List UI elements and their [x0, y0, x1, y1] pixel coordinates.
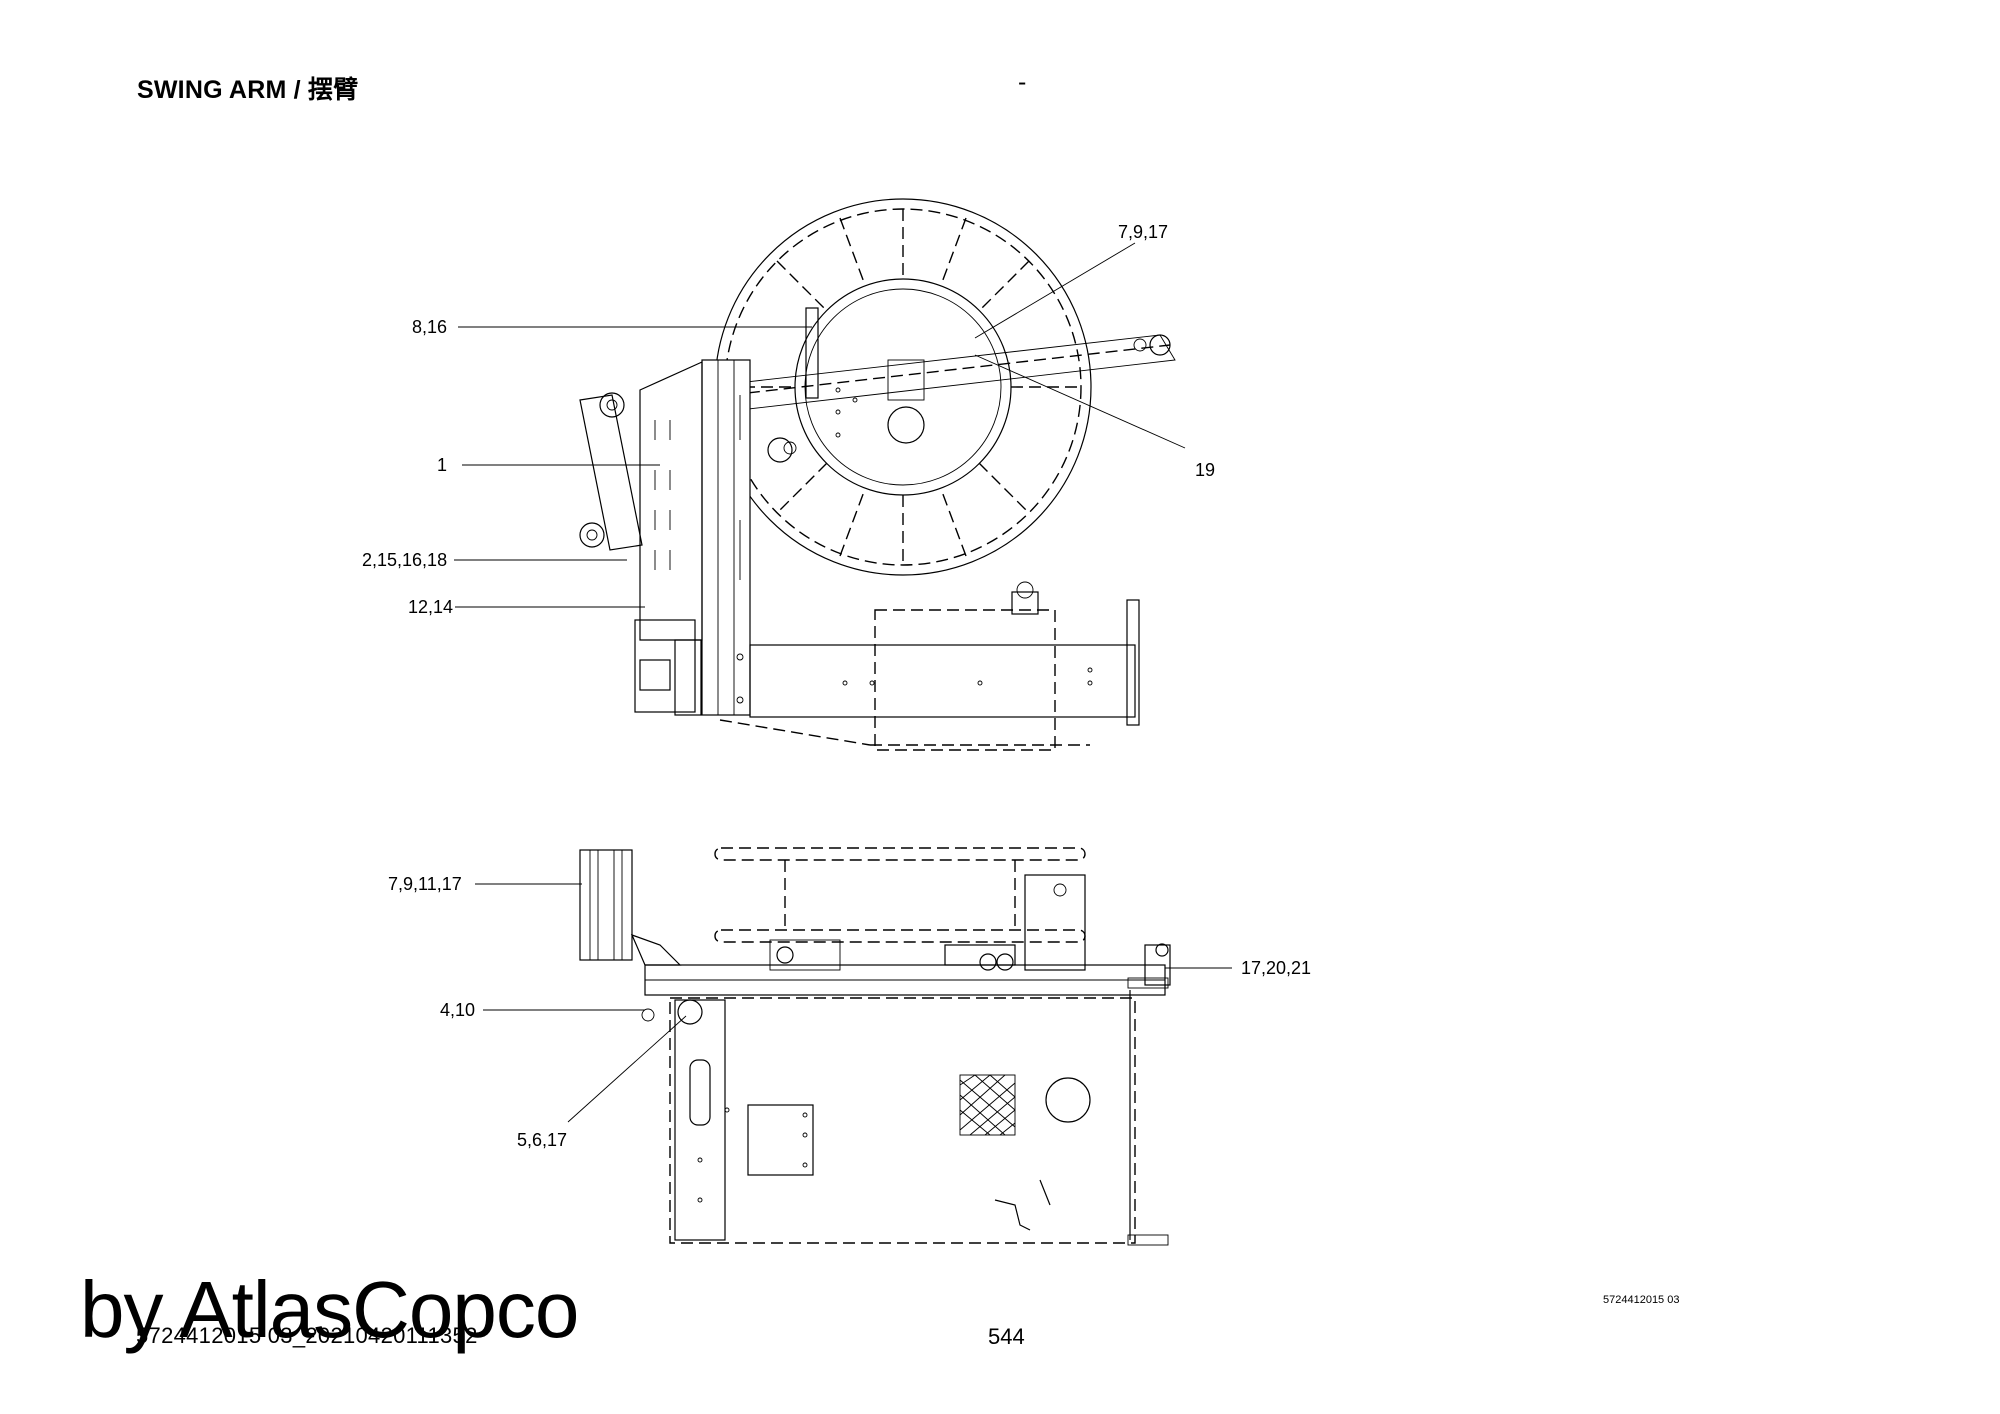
- callouts-top-view: 7,9,17 8,16 1 19 2,15,16,18 12,14: [362, 222, 1215, 617]
- doc-reference: 5724412015 03: [1603, 1294, 1680, 1306]
- center-mark: -: [1018, 68, 1027, 96]
- leader-lines: [454, 242, 1232, 1123]
- callout-label: 7,9,17: [1118, 222, 1168, 242]
- callout-label: 2,15,16,18: [362, 550, 447, 570]
- top-view-drawing: [579, 198, 1176, 751]
- callout-label: 19: [1195, 460, 1215, 480]
- callout-label: 8,16: [412, 317, 447, 337]
- file-code: 5724412015 03_20210420111352: [136, 1323, 478, 1348]
- callout-label: 12,14: [408, 597, 453, 617]
- watermark: by AtlasCopco: [80, 1265, 579, 1354]
- page-title: SWING ARM / 摆臂: [137, 76, 359, 104]
- callouts-bottom-view: 7,9,11,17 17,20,21 4,10 5,6,17: [388, 874, 1311, 1150]
- callout-label: 1: [437, 455, 447, 475]
- bottom-view-drawing: [579, 847, 1171, 1246]
- callout-label: 5,6,17: [517, 1130, 567, 1150]
- callout-label: 7,9,11,17: [388, 874, 462, 894]
- page-number: 544: [988, 1324, 1025, 1349]
- callout-label: 17,20,21: [1241, 958, 1311, 978]
- callout-label: 4,10: [440, 1000, 475, 1020]
